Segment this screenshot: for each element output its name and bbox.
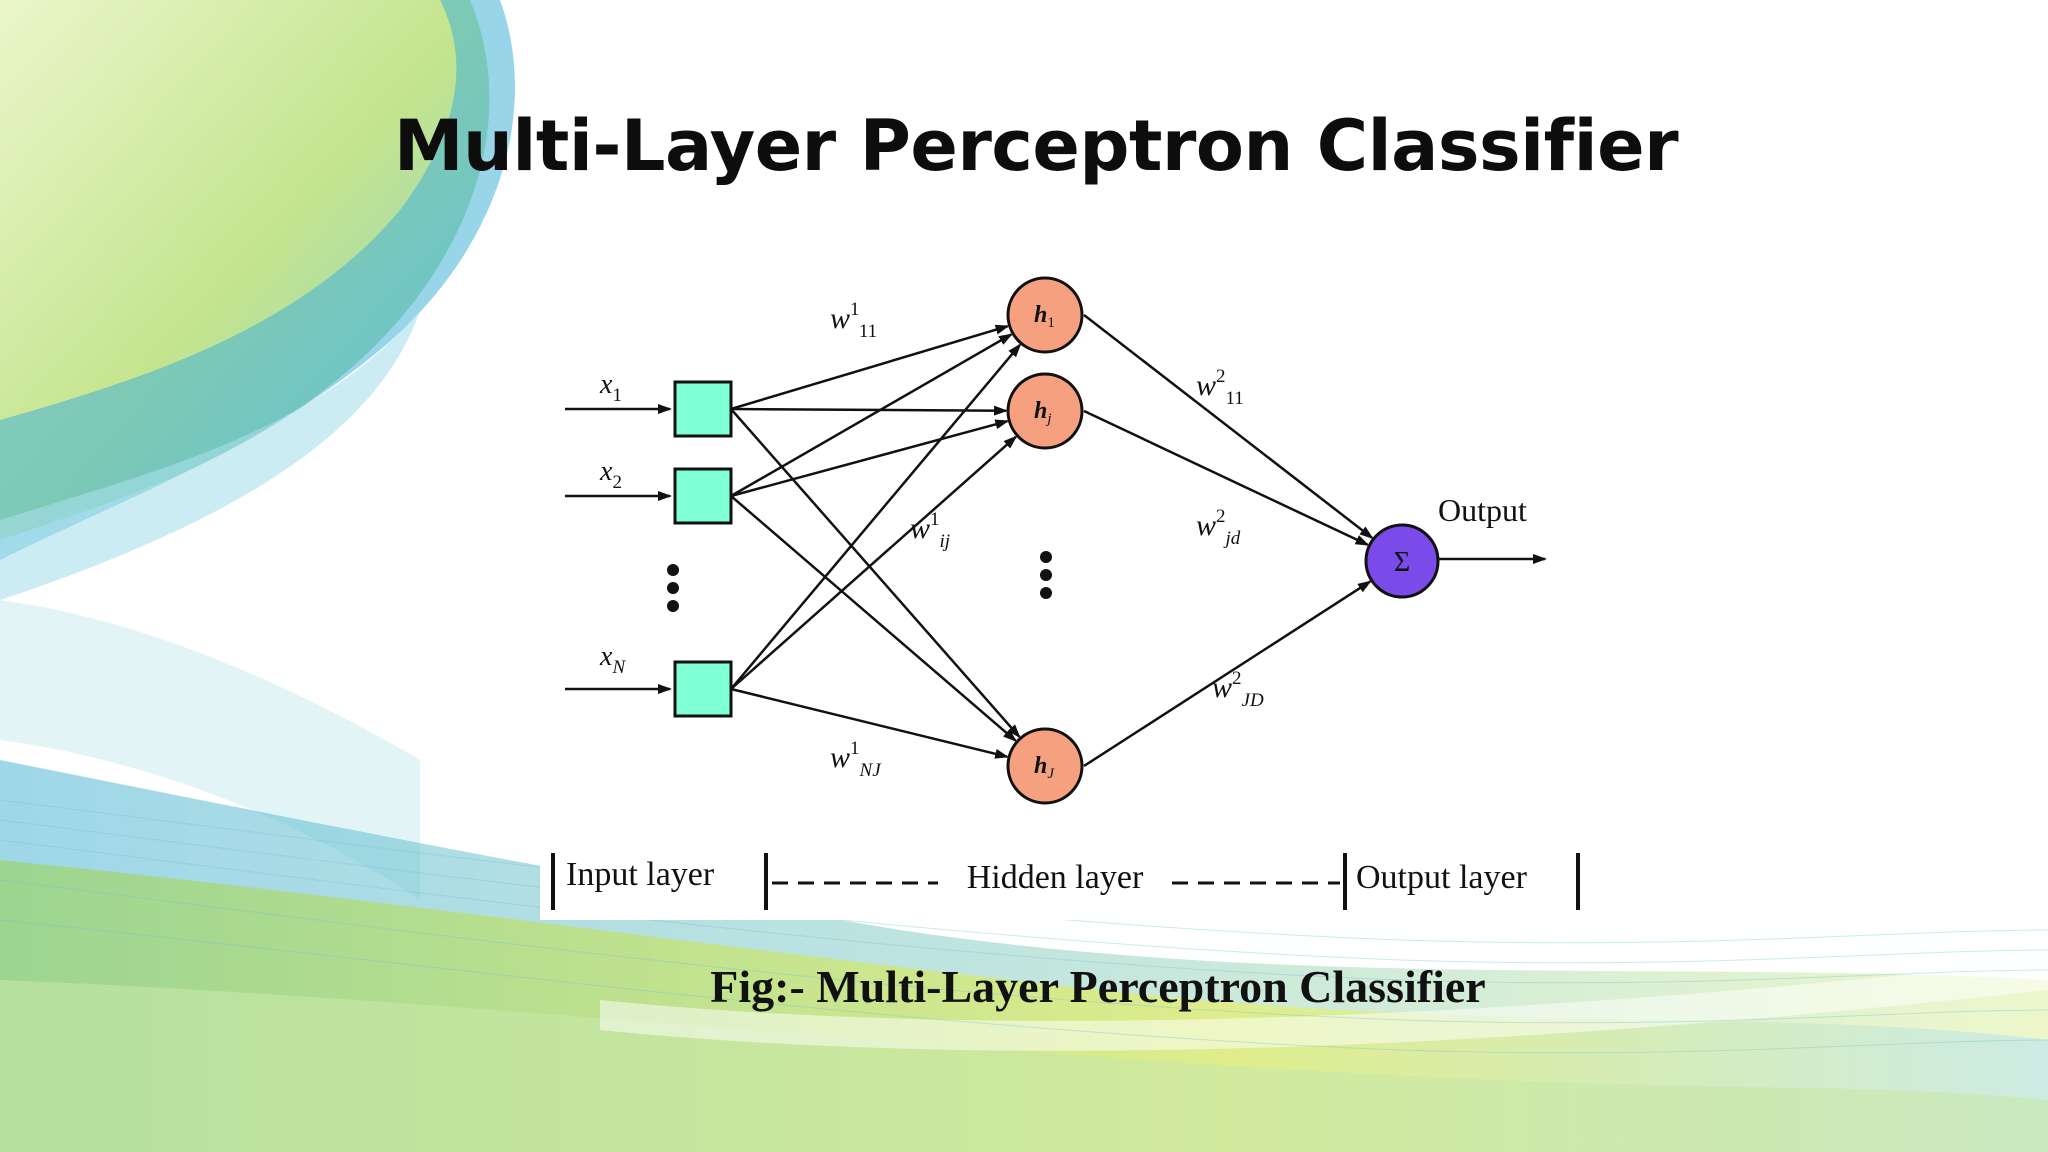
input-ellipsis-dots	[667, 564, 679, 612]
weight-label-w2-JD: w2JD	[1212, 668, 1264, 711]
input-layer-label: Input layer	[566, 856, 715, 893]
connection-arrow-in1-h1	[730, 419, 1010, 498]
hidden-ellipsis-dots	[1040, 551, 1052, 599]
hidden-layer: h1 hj hJ	[1006, 276, 1084, 805]
output-layer-label: Output layer	[1356, 859, 1528, 896]
figure-panel: x1 x2 xN h1 hj hJ	[540, 245, 1590, 920]
connection-arrow-h0-out	[1083, 314, 1374, 539]
connection-arrow-in1-h2	[730, 495, 1017, 742]
slide-title: Multi-Layer Perceptron Classifier	[393, 105, 1679, 187]
hidden-label-j: hj	[1034, 398, 1052, 427]
weight-label-w1-11: w111	[830, 299, 877, 342]
hidden-node-J	[1006, 727, 1084, 805]
connection-arrow-in2-h0	[730, 343, 1022, 690]
weight-label-w1-ij: w1ij	[910, 509, 950, 552]
connection-arrow-in0-h2	[730, 408, 1021, 739]
hidden-label-J: hJ	[1034, 753, 1055, 782]
input-label-N: xN	[599, 641, 626, 678]
output-node	[1364, 523, 1440, 599]
output-label: Output	[1438, 492, 1527, 528]
hidden-layer-label: Hidden layer	[967, 859, 1144, 896]
output-layer: Σ Output	[1364, 492, 1547, 599]
layer-legend	[551, 853, 1580, 910]
hidden-node-1	[1006, 276, 1084, 354]
connection-arrow-h1-out	[1083, 409, 1370, 546]
connection-arrow-in0-h0	[730, 324, 1010, 411]
input-layer: x1 x2 xN	[565, 369, 733, 718]
hidden-label-1: h1	[1034, 302, 1055, 331]
connection-arrow-in2-h1	[730, 435, 1018, 690]
input-node-2	[673, 467, 733, 525]
connection-arrow-in1-h0	[730, 333, 1013, 498]
input-label-2: x2	[599, 456, 622, 493]
weight-label-w2-jd: w2jd	[1196, 506, 1241, 549]
connection-arrow-h2-out	[1083, 580, 1372, 768]
connection-arrow-in2-h2	[730, 687, 1010, 759]
figure-caption: Fig:- Multi-Layer Perceptron Classifier	[710, 961, 1486, 1012]
connection-arrows	[730, 314, 1374, 768]
weight-label-w1-NJ: w1NJ	[830, 738, 882, 781]
connection-arrow-in0-h1	[730, 405, 1009, 416]
output-sigma-symbol: Σ	[1394, 547, 1410, 578]
weight-labels: w111 w1ij w1NJ w211 w2jd w2JD	[830, 299, 1264, 781]
input-node-N	[673, 660, 733, 718]
weight-label-w2-11: w211	[1196, 366, 1244, 409]
hidden-node-j	[1006, 372, 1084, 450]
mlp-diagram: x1 x2 xN h1 hj hJ	[551, 276, 1580, 910]
input-label-1: x1	[599, 369, 622, 406]
input-node-1	[673, 380, 733, 438]
